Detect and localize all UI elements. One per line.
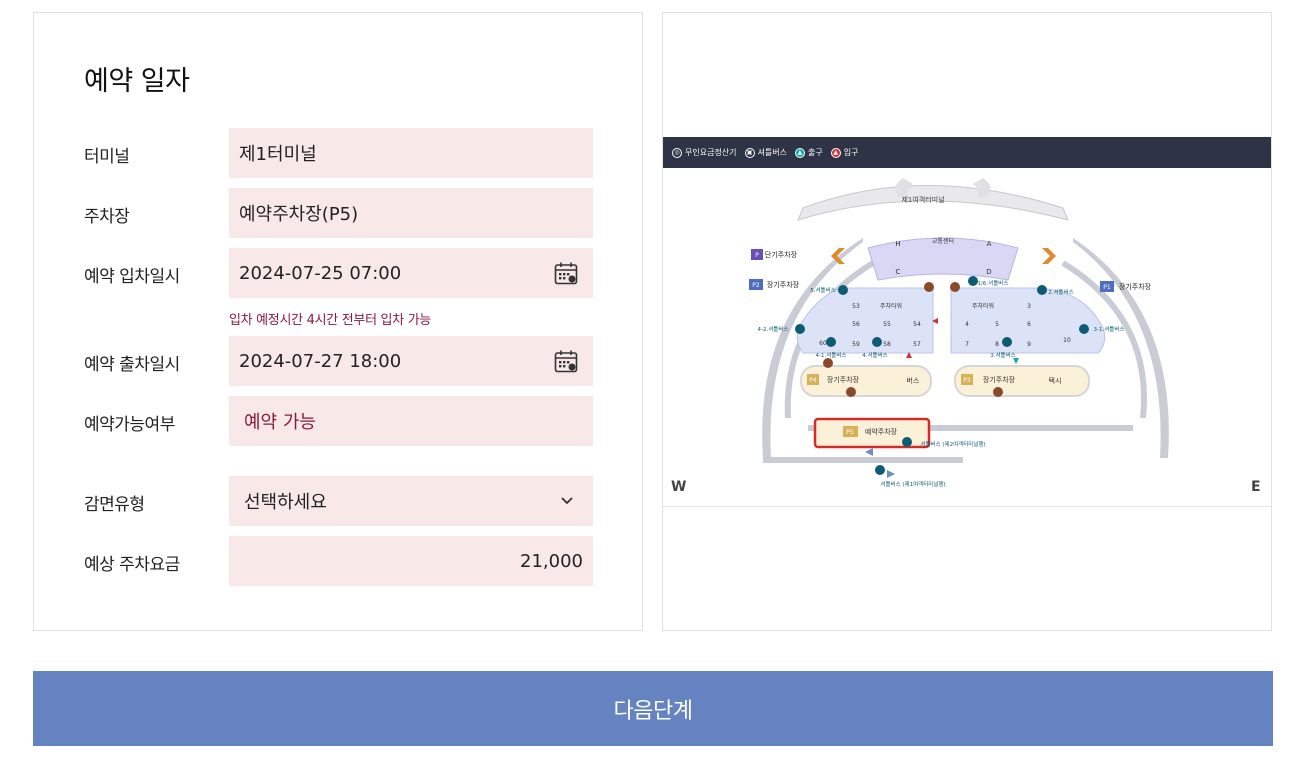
svg-text:장기주차장: 장기주차장 [767, 280, 800, 289]
parking-lot-field: 예약주차장(P5) [229, 188, 593, 238]
svg-text:54: 54 [913, 321, 921, 328]
svg-text:3: 3 [1027, 303, 1031, 310]
transport-center [867, 237, 1019, 281]
svg-text:셔틀버스 (제1여객터미널행): 셔틀버스 (제1여객터미널행) [880, 480, 945, 488]
svg-text:2.셔틀버스: 2.셔틀버스 [1048, 288, 1074, 296]
svg-text:P3: P3 [963, 377, 971, 384]
entry-hint: 입차 예정시간 4시간 전부터 입차 가능 [229, 313, 432, 328]
legend-entrance: ▲입구 [830, 147, 858, 158]
svg-text:4-1.셔틀버스: 4-1.셔틀버스 [816, 351, 847, 359]
discount-type-label: 감면유형 [84, 495, 145, 515]
svg-text:8: 8 [995, 341, 999, 348]
svg-text:57: 57 [913, 341, 921, 348]
chevron-down-icon [557, 491, 577, 511]
svg-text:4-2.셔틀버스: 4-2.셔틀버스 [758, 325, 789, 333]
svg-text:단기주차장: 단기주차장 [765, 250, 798, 259]
bus-icon: ▣ [744, 147, 755, 158]
map-legend: ◎무인요금정산기 ▣셔틀버스 ▲출구 ▲입구 [663, 137, 1271, 168]
calendar-icon[interactable] [553, 348, 579, 374]
estimated-fee-label: 예상 주차요금 [84, 555, 180, 575]
svg-text:4: 4 [965, 321, 969, 328]
svg-text:6: 6 [1027, 321, 1031, 328]
svg-text:3-1.셔틀버스: 3-1.셔틀버스 [1094, 325, 1125, 333]
svg-text:D: D [986, 268, 991, 276]
svg-text:58: 58 [883, 341, 891, 348]
entry-datetime-value: 2024-07-25 07:00 [239, 262, 402, 284]
svg-text:H: H [895, 240, 900, 248]
svg-text:P1: P1 [1103, 284, 1111, 291]
legend-exit: ▲출구 [794, 147, 823, 158]
availability-status: 예약 가능 [244, 412, 316, 433]
parking-block-right [950, 287, 1106, 354]
svg-text:P4: P4 [809, 377, 817, 384]
payment-machine-icon: ◎ [672, 147, 682, 158]
discount-type-select[interactable]: 선택하세요 [229, 476, 593, 526]
exit-datetime-label: 예약 출차일시 [84, 355, 180, 375]
availability-label: 예약가능여부 [84, 415, 175, 435]
parking-lot-label: 주차장 [84, 207, 130, 227]
svg-text:셔틀버스 (제2여객터미널행): 셔틀버스 (제2여객터미널행) [920, 440, 985, 448]
p4-lot [800, 365, 932, 397]
estimated-fee-field: 21,000 [229, 536, 593, 586]
svg-text:장기주차장: 장기주차장 [1119, 282, 1152, 291]
svg-text:P5: P5 [846, 429, 854, 436]
svg-text:10: 10 [1063, 337, 1071, 344]
entry-datetime-field[interactable]: 2024-07-25 07:00 [229, 248, 593, 298]
svg-text:59: 59 [852, 341, 860, 348]
svg-text:P2: P2 [752, 282, 760, 289]
terminal-label: 제1여객터미널 [901, 195, 944, 204]
terminal-value: 제1터미널 [239, 144, 317, 165]
parking-map-panel: ◎무인요금정산기 ▣셔틀버스 ▲출구 ▲입구 제1여객터미널 H A C D 교… [662, 12, 1272, 631]
svg-text:60: 60 [819, 340, 827, 347]
terminal-building [797, 185, 1069, 221]
svg-text:5.셔틀버스: 5.셔틀버스 [810, 286, 836, 294]
exit-icon: ▲ [794, 147, 805, 158]
calendar-icon[interactable] [553, 260, 579, 286]
svg-text:예약주차장: 예약주차장 [865, 427, 898, 436]
terminal-label: 터미널 [84, 147, 130, 167]
exit-datetime-field[interactable]: 2024-07-27 18:00 [229, 336, 593, 386]
svg-text:장기주차장: 장기주차장 [983, 375, 1016, 384]
svg-text:장기주차장: 장기주차장 [827, 375, 860, 384]
next-step-button[interactable]: 다음단계 [33, 671, 1273, 746]
reservation-form-panel: 예약 일자 터미널 제1터미널 주차장 예약주차장(P5) 예약 입차일시 20… [33, 12, 643, 631]
terminal-field: 제1터미널 [229, 128, 593, 178]
svg-text:교통센터: 교통센터 [932, 237, 954, 245]
form-title: 예약 일자 [84, 66, 190, 97]
svg-text:3.셔틀버스: 3.셔틀버스 [990, 351, 1016, 359]
svg-text:56: 56 [852, 321, 860, 328]
svg-text:53: 53 [852, 303, 860, 310]
svg-text:4.셔틀버스: 4.셔틀버스 [862, 351, 888, 359]
svg-text:A: A [987, 240, 992, 248]
parking-map: ◎무인요금정산기 ▣셔틀버스 ▲출구 ▲입구 제1여객터미널 H A C D 교… [663, 137, 1271, 507]
svg-text:7: 7 [965, 341, 969, 348]
svg-text:주차타워: 주차타워 [972, 302, 994, 310]
discount-type-selected: 선택하세요 [244, 492, 327, 513]
legend-shuttle: ▣셔틀버스 [744, 147, 787, 158]
svg-text:55: 55 [883, 321, 891, 328]
svg-text:P: P [755, 252, 759, 259]
exit-datetime-value: 2024-07-27 18:00 [239, 350, 402, 372]
estimated-fee-value: 21,000 [520, 550, 583, 572]
map-drawing: 제1여객터미널 H A C D 교통센터 53 주차타워 56 55 [749, 178, 1169, 488]
compass-west: W [671, 479, 687, 495]
compass-east: E [1251, 479, 1261, 495]
svg-text:9: 9 [1027, 341, 1031, 348]
svg-text:C: C [896, 268, 901, 276]
svg-text:5: 5 [995, 321, 999, 328]
legend-payment-machine: ◎무인요금정산기 [672, 147, 737, 158]
entry-datetime-label: 예약 입차일시 [84, 267, 180, 287]
svg-text:택시: 택시 [1049, 376, 1062, 385]
svg-text:주차타워: 주차타워 [880, 302, 902, 310]
p3-lot [954, 365, 1090, 397]
entrance-icon: ▲ [830, 147, 841, 158]
svg-text:버스: 버스 [907, 376, 920, 385]
parking-lot-value: 예약주차장(P5) [239, 204, 359, 225]
svg-text:1/6.셔틀버스: 1/6.셔틀버스 [978, 279, 1009, 287]
availability-field: 예약 가능 [229, 396, 593, 446]
